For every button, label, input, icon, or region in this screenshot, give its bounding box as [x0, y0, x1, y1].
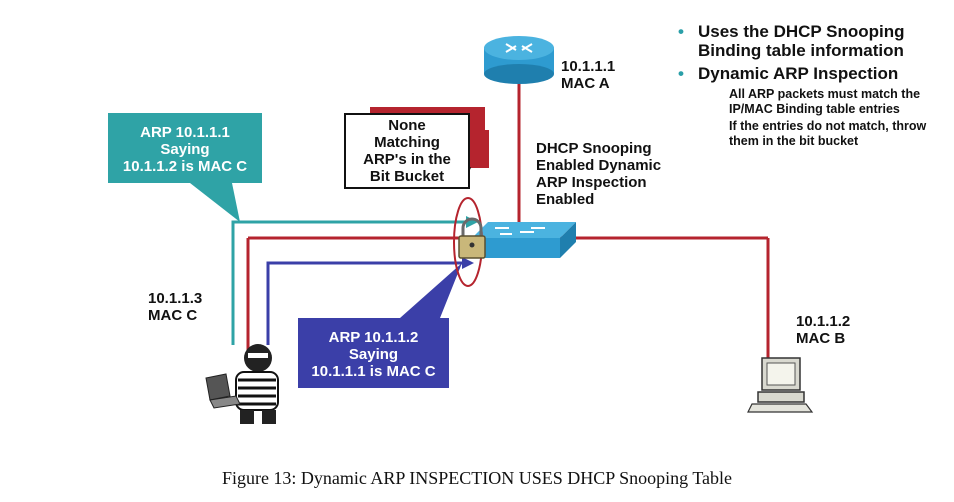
teal-callout-text: ARP 10.1.1.1 Saying 10.1.1.2 is MAC C — [122, 124, 248, 175]
figure-caption: Figure 13: Dynamic ARP INSPECTION USES D… — [221, 468, 733, 488]
bit-bucket-box — [344, 113, 470, 189]
teal-callout — [108, 113, 262, 222]
bullet-dot-icon: • — [678, 64, 684, 83]
padlock-icon — [458, 217, 486, 259]
attacker-mac: MAC C — [148, 307, 198, 324]
laptop-icon — [205, 373, 241, 409]
switch-icon — [472, 222, 576, 258]
pc-icon — [747, 357, 814, 413]
blue-arrowhead — [462, 257, 474, 269]
router-icon — [484, 36, 554, 84]
switch-label: DHCP Snooping Enabled Dynamic ARP Inspec… — [536, 140, 662, 208]
sub-bullet-item: If the entries do not match, throw them … — [729, 119, 927, 148]
blue-callout — [298, 263, 462, 388]
blue-arp-path — [266, 261, 462, 345]
bit-bucket-label: None Matching ARP's in the Bit Bucket — [363, 117, 451, 185]
router-mac: MAC A — [561, 75, 610, 92]
bullet-item: • Dynamic ARP Inspection — [678, 64, 899, 83]
sub-bullet-item: All ARP packets must match the IP/MAC Bi… — [729, 87, 921, 116]
attacker-ip: 10.1.1.3 — [148, 290, 203, 307]
host-b-ip: 10.1.1.2 — [796, 313, 851, 330]
blue-callout-text: ARP 10.1.1.2 Saying 10.1.1.1 is MAC C — [311, 329, 436, 380]
attacker-icon — [235, 344, 279, 424]
teal-arp-path — [231, 220, 466, 345]
bullet-dot-icon: • — [678, 22, 684, 41]
router-ip: 10.1.1.1 — [561, 58, 616, 75]
bullet-item: • Uses the DHCP Snooping Binding table i… — [678, 22, 905, 60]
bullet-list: • Uses the DHCP Snooping Binding table i… — [676, 22, 936, 151]
host-b-mac: MAC B — [796, 330, 846, 347]
